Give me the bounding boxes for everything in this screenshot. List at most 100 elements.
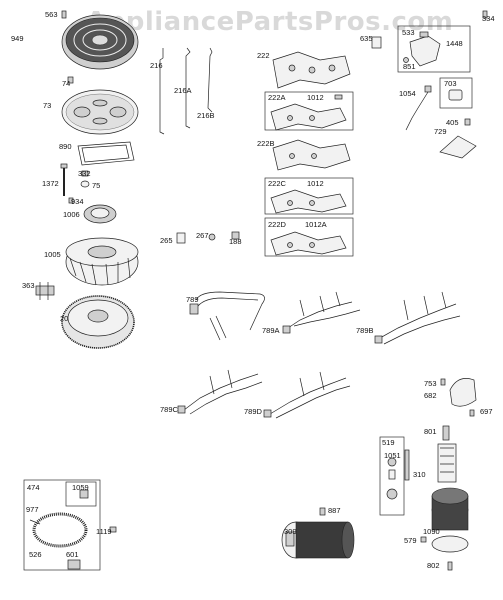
- label-310: 310: [413, 470, 426, 479]
- part-934-key: [68, 197, 74, 204]
- label-222a: 222A: [268, 93, 286, 102]
- part-216a-rod: [185, 47, 191, 129]
- label-753: 753: [424, 379, 437, 388]
- label-519: 519: [382, 438, 395, 447]
- part-75-washer: [80, 180, 90, 188]
- label-789c: 789C: [160, 405, 179, 414]
- label-789d: 789D: [244, 407, 263, 416]
- part-74-clip: [67, 76, 74, 84]
- part-563-screw: [61, 10, 67, 19]
- label-802: 802: [427, 561, 440, 570]
- label-1054: 1054: [399, 89, 416, 98]
- label-222d: 222D: [268, 220, 287, 229]
- part-188-nut: [231, 231, 240, 240]
- label-309: 309: [284, 527, 297, 536]
- part-1119-screw: [109, 526, 117, 533]
- label-265: 265: [160, 236, 173, 245]
- part-222-plate: [272, 51, 351, 89]
- label-334: 334: [482, 14, 495, 23]
- part-533-box: [397, 25, 471, 73]
- part-802-screw: [447, 561, 453, 571]
- part-753-screw: [440, 378, 446, 386]
- label-697: 697: [480, 407, 493, 416]
- part-1372-bolt: [60, 163, 68, 196]
- label-890: 890: [59, 142, 72, 151]
- label-1051: 1051: [384, 451, 401, 460]
- part-222a-box: [264, 91, 354, 131]
- part-949-grille: [61, 14, 139, 70]
- label-801: 801: [424, 427, 437, 436]
- label-188: 188: [229, 237, 242, 246]
- label-222c: 222C: [268, 179, 287, 188]
- part-405-clip: [464, 118, 471, 126]
- label-216: 216: [150, 61, 163, 70]
- part-789-harness: [189, 291, 265, 341]
- part-801-armature: [437, 425, 457, 483]
- part-334-screw: [482, 10, 488, 19]
- label-332: 332: [78, 169, 91, 178]
- label-1090: 1090: [423, 527, 440, 536]
- part-474-box: [23, 479, 101, 571]
- label-526: 526: [29, 550, 42, 559]
- part-363-bracket: [35, 282, 55, 300]
- label-682: 682: [424, 391, 437, 400]
- part-1090-endcap: [431, 535, 469, 553]
- part-635-cylinder: [371, 36, 382, 49]
- part-789d-harness: [263, 371, 351, 419]
- part-601-connector: [67, 559, 81, 570]
- label-1372: 1372: [42, 179, 59, 188]
- label-887: 887: [328, 506, 341, 515]
- label-216b: 216B: [197, 111, 215, 120]
- part-216b-rod: [207, 47, 213, 113]
- part-682-cover: [449, 378, 477, 407]
- label-73: 73: [43, 101, 51, 110]
- label-851: 851: [403, 62, 416, 71]
- label-75: 75: [92, 181, 100, 190]
- label-74: 74: [62, 79, 70, 88]
- label-601: 601: [66, 550, 79, 559]
- part-1006-cup: [83, 204, 117, 224]
- part-73-screen: [61, 89, 139, 135]
- label-1005: 1005: [44, 250, 61, 259]
- part-703-box: [439, 77, 473, 109]
- watermark: AppliancePartsPros.com: [86, 7, 453, 37]
- label-533: 533: [402, 28, 415, 37]
- label-635: 635: [360, 34, 373, 43]
- label-267: 267: [196, 231, 209, 240]
- label-222b: 222B: [257, 139, 275, 148]
- part-310-gear: [404, 449, 410, 481]
- part-267-screw: [208, 233, 216, 241]
- part-697-screw: [469, 409, 475, 417]
- part-887-screw: [319, 507, 326, 516]
- part-222c-box: [264, 177, 354, 215]
- label-949: 949: [11, 34, 24, 43]
- label-405: 405: [446, 118, 459, 127]
- label-222: 222: [257, 51, 270, 60]
- part-216-rod: [159, 48, 165, 135]
- label-789a: 789A: [262, 326, 280, 335]
- part-789b-harness: [374, 291, 461, 345]
- part-starter-housing: [431, 487, 469, 531]
- label-789b: 789B: [356, 326, 374, 335]
- label-20: 20: [60, 314, 68, 323]
- label-1006: 1006: [63, 210, 80, 219]
- part-20-flywheel: [61, 295, 135, 349]
- label-1448: 1448: [446, 39, 463, 48]
- part-519-box: [379, 436, 405, 516]
- part-890-gasket: [77, 141, 135, 166]
- label-579: 579: [404, 536, 417, 545]
- part-1005-fan: [65, 237, 139, 286]
- label-1012a: 1012A: [305, 220, 327, 229]
- label-729: 729: [434, 127, 447, 136]
- label-563: 563: [45, 10, 58, 19]
- label-474: 474: [27, 483, 40, 492]
- label-216a: 216A: [174, 86, 192, 95]
- label-703: 703: [444, 79, 457, 88]
- part-222d-box: [264, 217, 354, 257]
- part-729-shield: [439, 135, 477, 159]
- label-934: 934: [71, 197, 84, 206]
- label-1119: 1119: [96, 527, 112, 536]
- label-789: 789: [186, 295, 199, 304]
